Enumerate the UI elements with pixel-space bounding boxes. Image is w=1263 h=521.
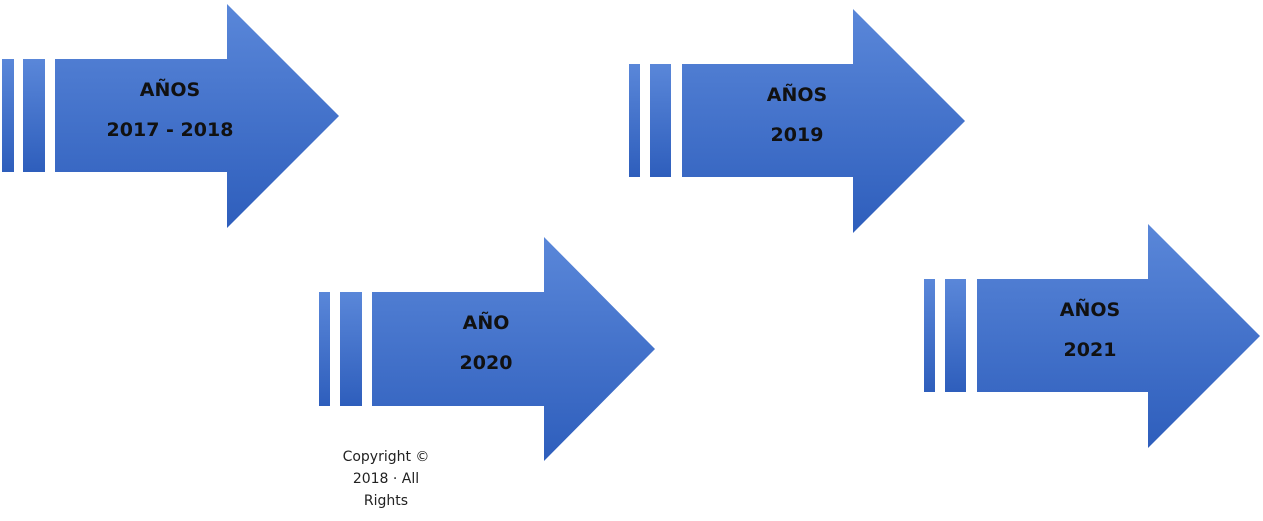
arrow-title: AÑOS [766, 84, 828, 106]
arrow-years: 2019 [770, 124, 824, 146]
arrow-2017-2018 [2, 4, 339, 228]
arrow-2021 [924, 224, 1260, 448]
arrow-label-2020: AÑO 2020 [396, 303, 576, 383]
arrow-stripe [629, 64, 640, 177]
arrow-title: AÑOS [139, 79, 201, 101]
arrow-2020 [319, 237, 655, 461]
arrow-body [55, 4, 339, 228]
arrow-title: AÑOS [1059, 299, 1121, 321]
arrow-label-2019: AÑOS 2019 [707, 75, 887, 155]
arrow-stripe [650, 64, 671, 177]
arrow-body [682, 9, 965, 233]
arrow-years: 2021 [1063, 339, 1117, 361]
arrow-label-2021: AÑOS 2021 [1000, 290, 1180, 370]
arrow-body [372, 237, 655, 461]
copyright-line: 2018 · All [352, 471, 420, 487]
arrow-stripe [924, 279, 935, 392]
arrow-title: AÑO [462, 312, 510, 334]
arrow-stripe [2, 59, 14, 172]
arrow-stripe [945, 279, 966, 392]
copyright-line: Rights [363, 493, 409, 509]
arrow-label-2017-2018: AÑOS 2017 - 2018 [80, 70, 260, 150]
arrow-years: 2017 - 2018 [106, 119, 234, 141]
arrow-years: 2020 [459, 352, 513, 374]
copyright-line: Copyright © [342, 449, 430, 465]
copyright-notice: Copyright © 2018 · All Rights [336, 446, 436, 512]
arrow-body [977, 224, 1260, 448]
arrow-stripe [319, 292, 330, 406]
arrow-stripe [23, 59, 45, 172]
arrow-2019 [629, 9, 965, 233]
arrow-stripe [340, 292, 362, 406]
